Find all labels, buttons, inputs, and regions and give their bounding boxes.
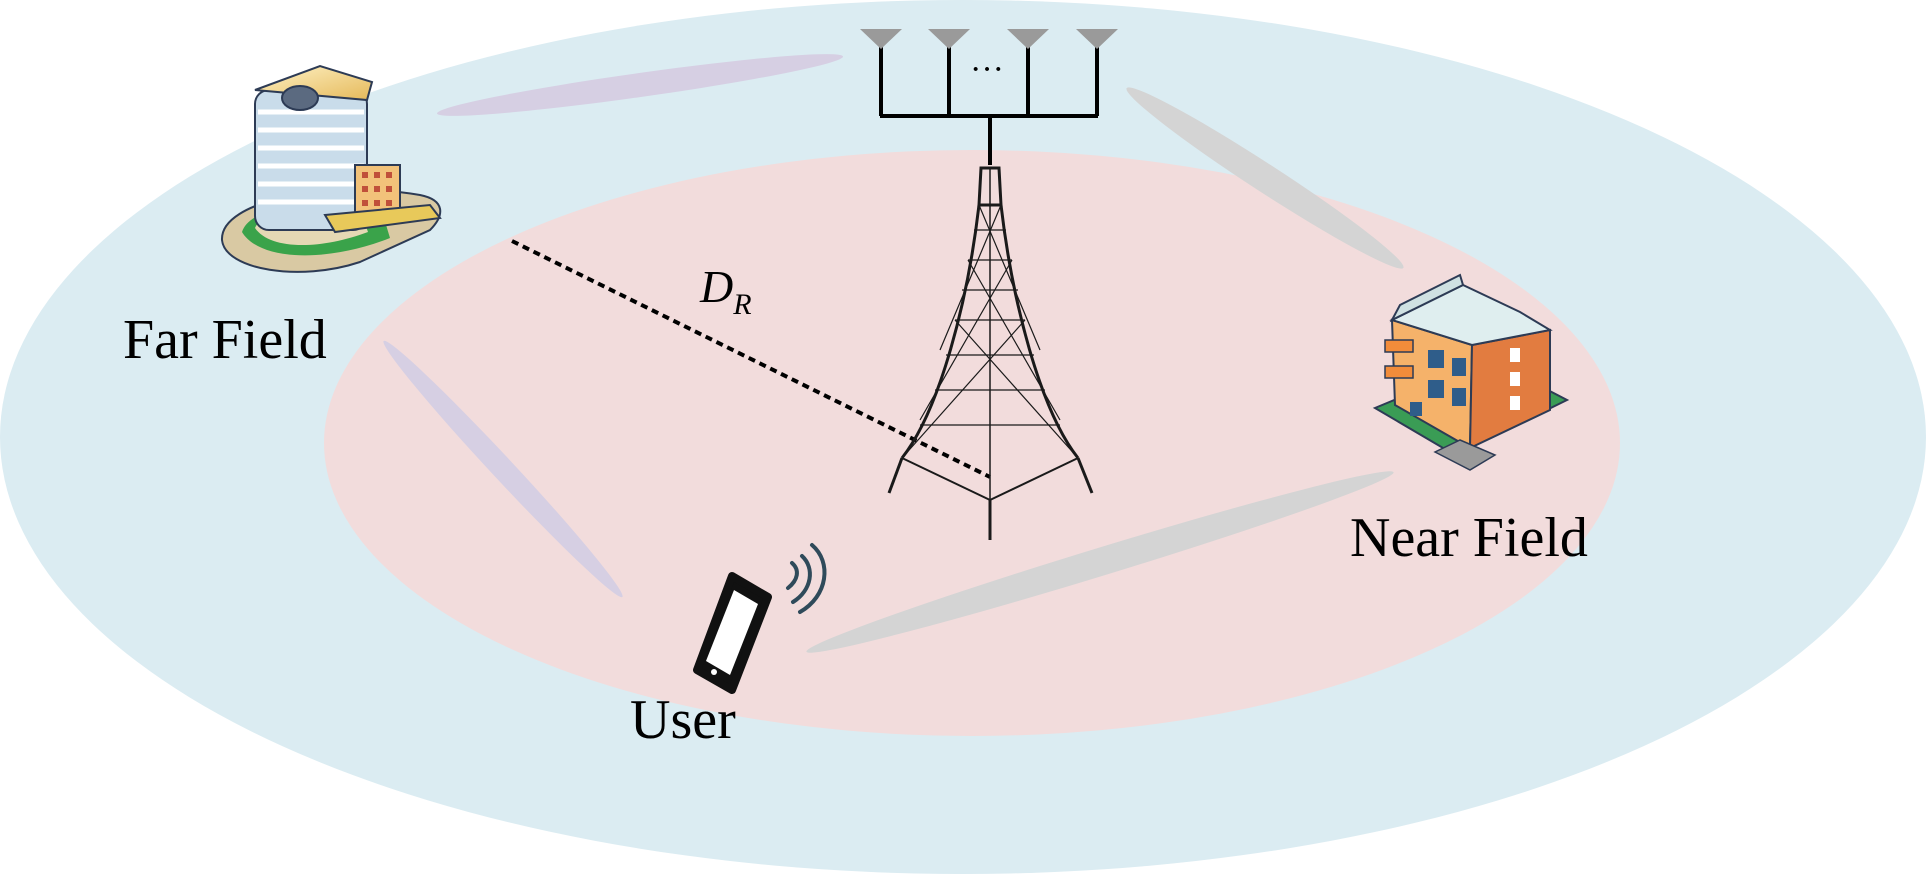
- base-station-tower-icon: [887, 166, 1094, 540]
- office-building-icon: [220, 64, 442, 273]
- far-field-label: Far Field: [123, 309, 327, 371]
- user-label: User: [630, 689, 736, 751]
- wifi-signal-icon: [786, 543, 827, 614]
- beam-to-user-right: [806, 471, 1394, 653]
- beam-to-far-building: [436, 54, 844, 116]
- near-field-label: Near Field: [1350, 507, 1588, 569]
- smartphone-icon: [693, 572, 772, 694]
- antenna-array-icon: [879, 46, 1099, 165]
- near-field-region: [324, 150, 1620, 736]
- array-ellipsis: ···: [970, 51, 1004, 88]
- beam-to-user-left: [383, 340, 623, 598]
- rayleigh-distance-label: DR: [699, 261, 752, 321]
- apartment-building-icon: [1372, 273, 1570, 471]
- beam-to-near-building-upper: [1126, 87, 1404, 269]
- antenna-elements: [860, 29, 1118, 49]
- rayleigh-distance-line: [511, 239, 991, 479]
